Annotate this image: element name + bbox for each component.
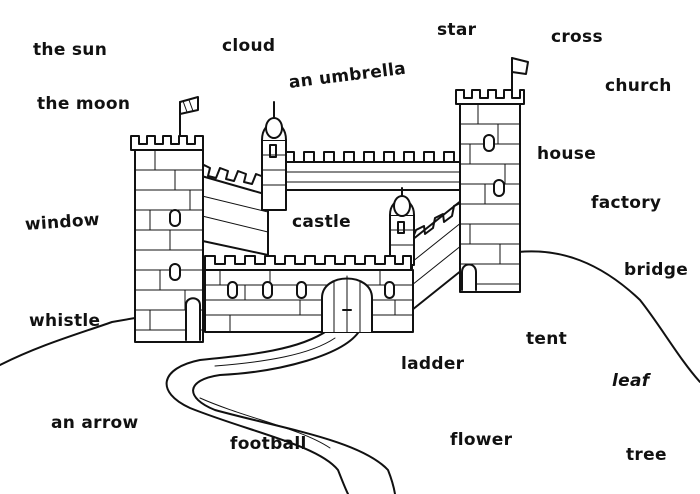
road-edge-left bbox=[165, 329, 349, 494]
word-leaf: leaf bbox=[612, 371, 650, 391]
road-detail bbox=[199, 397, 331, 449]
front-wall bbox=[204, 255, 414, 333]
right-hill-line bbox=[517, 250, 700, 383]
back-wall bbox=[283, 151, 481, 191]
word-the-sun: the sun bbox=[33, 40, 108, 60]
right-side-wall bbox=[411, 199, 463, 311]
word-star: star bbox=[437, 20, 477, 40]
word-an-arrow: an arrow bbox=[51, 413, 139, 433]
word-football: football bbox=[230, 434, 307, 454]
word-castle: castle bbox=[292, 212, 351, 232]
road-detail bbox=[214, 337, 336, 367]
left-hill-line bbox=[0, 317, 136, 366]
word-whistle: whistle bbox=[29, 311, 101, 331]
road-edge-right bbox=[192, 329, 396, 494]
left-tower bbox=[130, 96, 204, 343]
left-side-wall bbox=[197, 164, 269, 256]
word-the-moon: the moon bbox=[37, 94, 131, 114]
word-house: house bbox=[537, 144, 597, 164]
word-cloud: cloud bbox=[222, 36, 276, 56]
word-tent: tent bbox=[526, 329, 568, 349]
word-cross: cross bbox=[551, 27, 603, 47]
word-flower: flower bbox=[450, 430, 513, 450]
word-church: church bbox=[605, 76, 672, 96]
word-factory: factory bbox=[591, 193, 662, 213]
word-bridge: bridge bbox=[624, 260, 689, 280]
left-turret bbox=[261, 101, 287, 211]
right-tower bbox=[455, 57, 529, 293]
right-turret bbox=[389, 187, 415, 266]
word-tree: tree bbox=[626, 445, 667, 465]
word-ladder: ladder bbox=[401, 354, 465, 374]
